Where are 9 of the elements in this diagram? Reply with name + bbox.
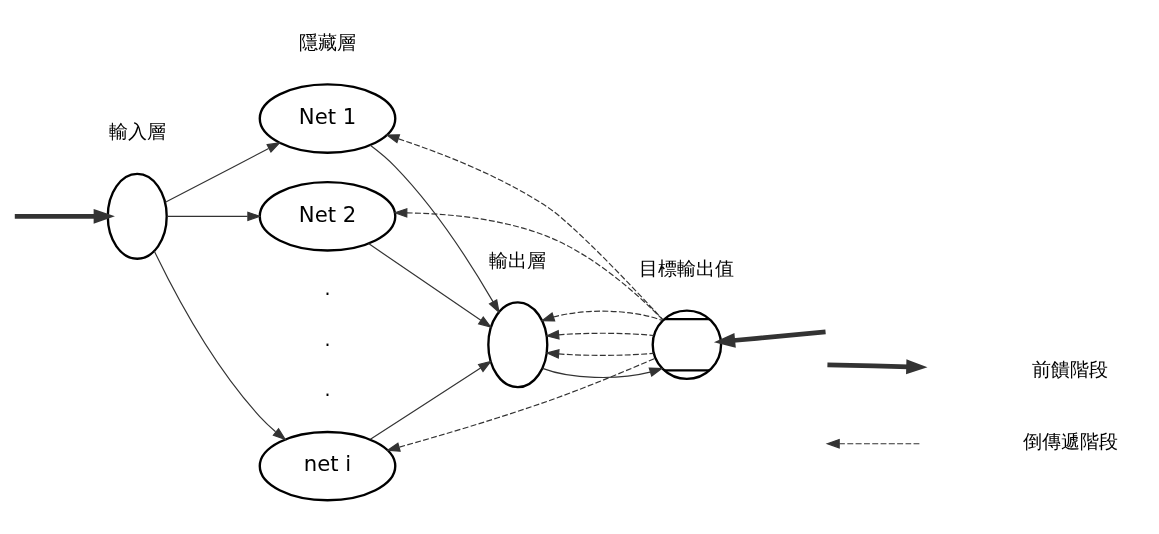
label: . xyxy=(324,278,331,300)
legend-label: 前饋階段 xyxy=(1032,359,1109,381)
label: 隱藏層 xyxy=(299,31,357,53)
label: . xyxy=(324,379,331,401)
label: 輸入層 xyxy=(108,121,166,143)
label: 目標輸出值 xyxy=(639,258,735,280)
legend-label: 倒傳遞階段 xyxy=(1022,431,1118,453)
label: . xyxy=(324,328,331,350)
label: 輸出層 xyxy=(489,249,547,271)
